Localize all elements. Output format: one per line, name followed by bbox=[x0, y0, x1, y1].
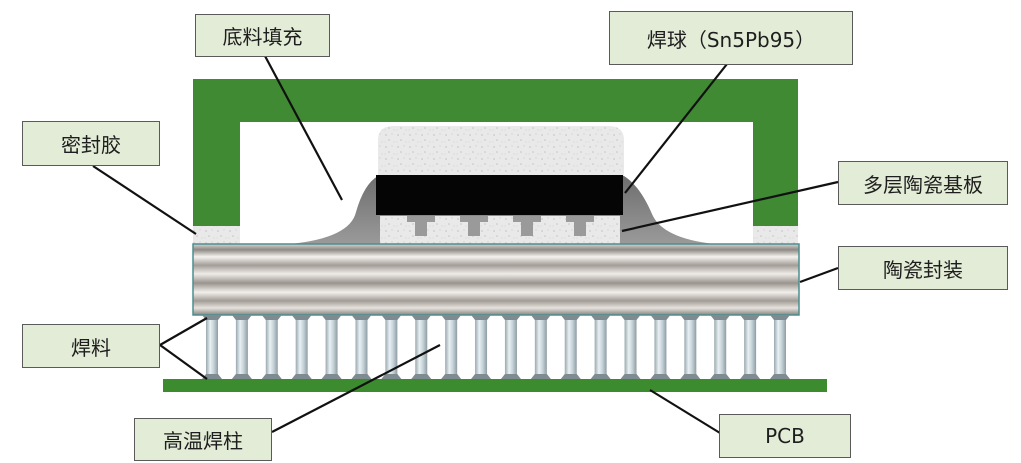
solder-fillet-bottom bbox=[411, 374, 432, 379]
solder-fillet-top bbox=[261, 315, 282, 320]
solder-fillet-bottom bbox=[231, 374, 252, 379]
solder-fillet-top bbox=[530, 315, 551, 320]
solder-column bbox=[624, 318, 637, 378]
solder-fillet-bottom bbox=[471, 374, 492, 379]
solder-fillet-top bbox=[441, 315, 462, 320]
ceramic-package bbox=[192, 243, 800, 316]
label-multilayer-substrate: 多层陶瓷基板 bbox=[838, 161, 1008, 205]
solder-fillet-top bbox=[590, 315, 611, 320]
solder-column bbox=[206, 318, 218, 378]
label-ceramic-package: 陶瓷封装 bbox=[838, 246, 1008, 290]
solder-fillet-bottom bbox=[261, 374, 282, 379]
solder-fillet-bottom bbox=[291, 374, 312, 379]
label-solder-ball: 焊球（Sn5Pb95） bbox=[609, 11, 853, 65]
solder-column bbox=[774, 318, 786, 378]
solder-column bbox=[534, 318, 547, 378]
label-sealant: 密封胶 bbox=[22, 121, 160, 166]
sealant-right bbox=[753, 226, 798, 244]
solder-fillet-top bbox=[411, 315, 432, 320]
leader-lines bbox=[92, 55, 839, 434]
label-underfill: 底料填充 bbox=[195, 14, 330, 57]
solder-columns bbox=[202, 315, 790, 379]
solder-fillet-top bbox=[710, 315, 731, 320]
solder-column bbox=[415, 318, 428, 378]
solder-fillet-top bbox=[351, 315, 372, 320]
sealant-left bbox=[193, 226, 240, 244]
die-top-cover bbox=[378, 126, 624, 176]
solder-fillet-bottom bbox=[620, 374, 641, 379]
solder-fillet-bottom bbox=[740, 374, 761, 379]
solder-bumps bbox=[380, 216, 620, 244]
solder-fillet-top bbox=[381, 315, 402, 320]
solder-fillet-bottom bbox=[560, 374, 581, 379]
solder-fillet-bottom bbox=[680, 374, 701, 379]
solder-fillet-top bbox=[291, 315, 312, 320]
solder-column bbox=[684, 318, 697, 378]
solder-fillet-bottom bbox=[650, 374, 671, 379]
solder-fillet-bottom bbox=[590, 374, 611, 379]
solder-column bbox=[594, 318, 607, 378]
solder-fillet-bottom bbox=[441, 374, 462, 379]
solder-column bbox=[235, 318, 248, 378]
solder-column bbox=[355, 318, 368, 378]
solder-fillet-top bbox=[770, 315, 790, 320]
solder-column bbox=[475, 318, 488, 378]
solder-fillet-bottom bbox=[321, 374, 342, 379]
solder-column bbox=[564, 318, 577, 378]
solder-fillet-top bbox=[740, 315, 761, 320]
solder-column bbox=[654, 318, 667, 378]
solder-fillet-top bbox=[680, 315, 701, 320]
solder-fillet-top bbox=[500, 315, 521, 320]
solder-column bbox=[295, 318, 308, 378]
package-lid bbox=[193, 79, 798, 244]
label-high-temp-column: 高温焊柱 bbox=[134, 418, 272, 461]
solder-fillet-top bbox=[321, 315, 342, 320]
solder-fillet-bottom bbox=[770, 374, 790, 379]
solder-fillet-bottom bbox=[381, 374, 402, 379]
solder-fillet-bottom bbox=[500, 374, 521, 379]
solder-fillet-bottom bbox=[710, 374, 731, 379]
solder-fillet-bottom bbox=[351, 374, 372, 379]
solder-column bbox=[385, 318, 398, 378]
pcb-board bbox=[163, 379, 827, 392]
solder-fillet-top bbox=[650, 315, 671, 320]
solder-fillet-bottom bbox=[530, 374, 551, 379]
solder-fillet-top bbox=[471, 315, 492, 320]
solder-column bbox=[265, 318, 278, 378]
solder-fillet-top bbox=[620, 315, 641, 320]
label-pcb: PCB bbox=[719, 414, 851, 458]
silicon-die bbox=[376, 175, 623, 215]
solder-column bbox=[714, 318, 727, 378]
solder-fillet-top bbox=[560, 315, 581, 320]
label-solder: 焊料 bbox=[22, 324, 160, 368]
solder-column bbox=[445, 318, 458, 378]
solder-column bbox=[744, 318, 757, 378]
solder-fillet-top bbox=[231, 315, 252, 320]
solder-column bbox=[504, 318, 517, 378]
solder-column bbox=[325, 318, 338, 378]
